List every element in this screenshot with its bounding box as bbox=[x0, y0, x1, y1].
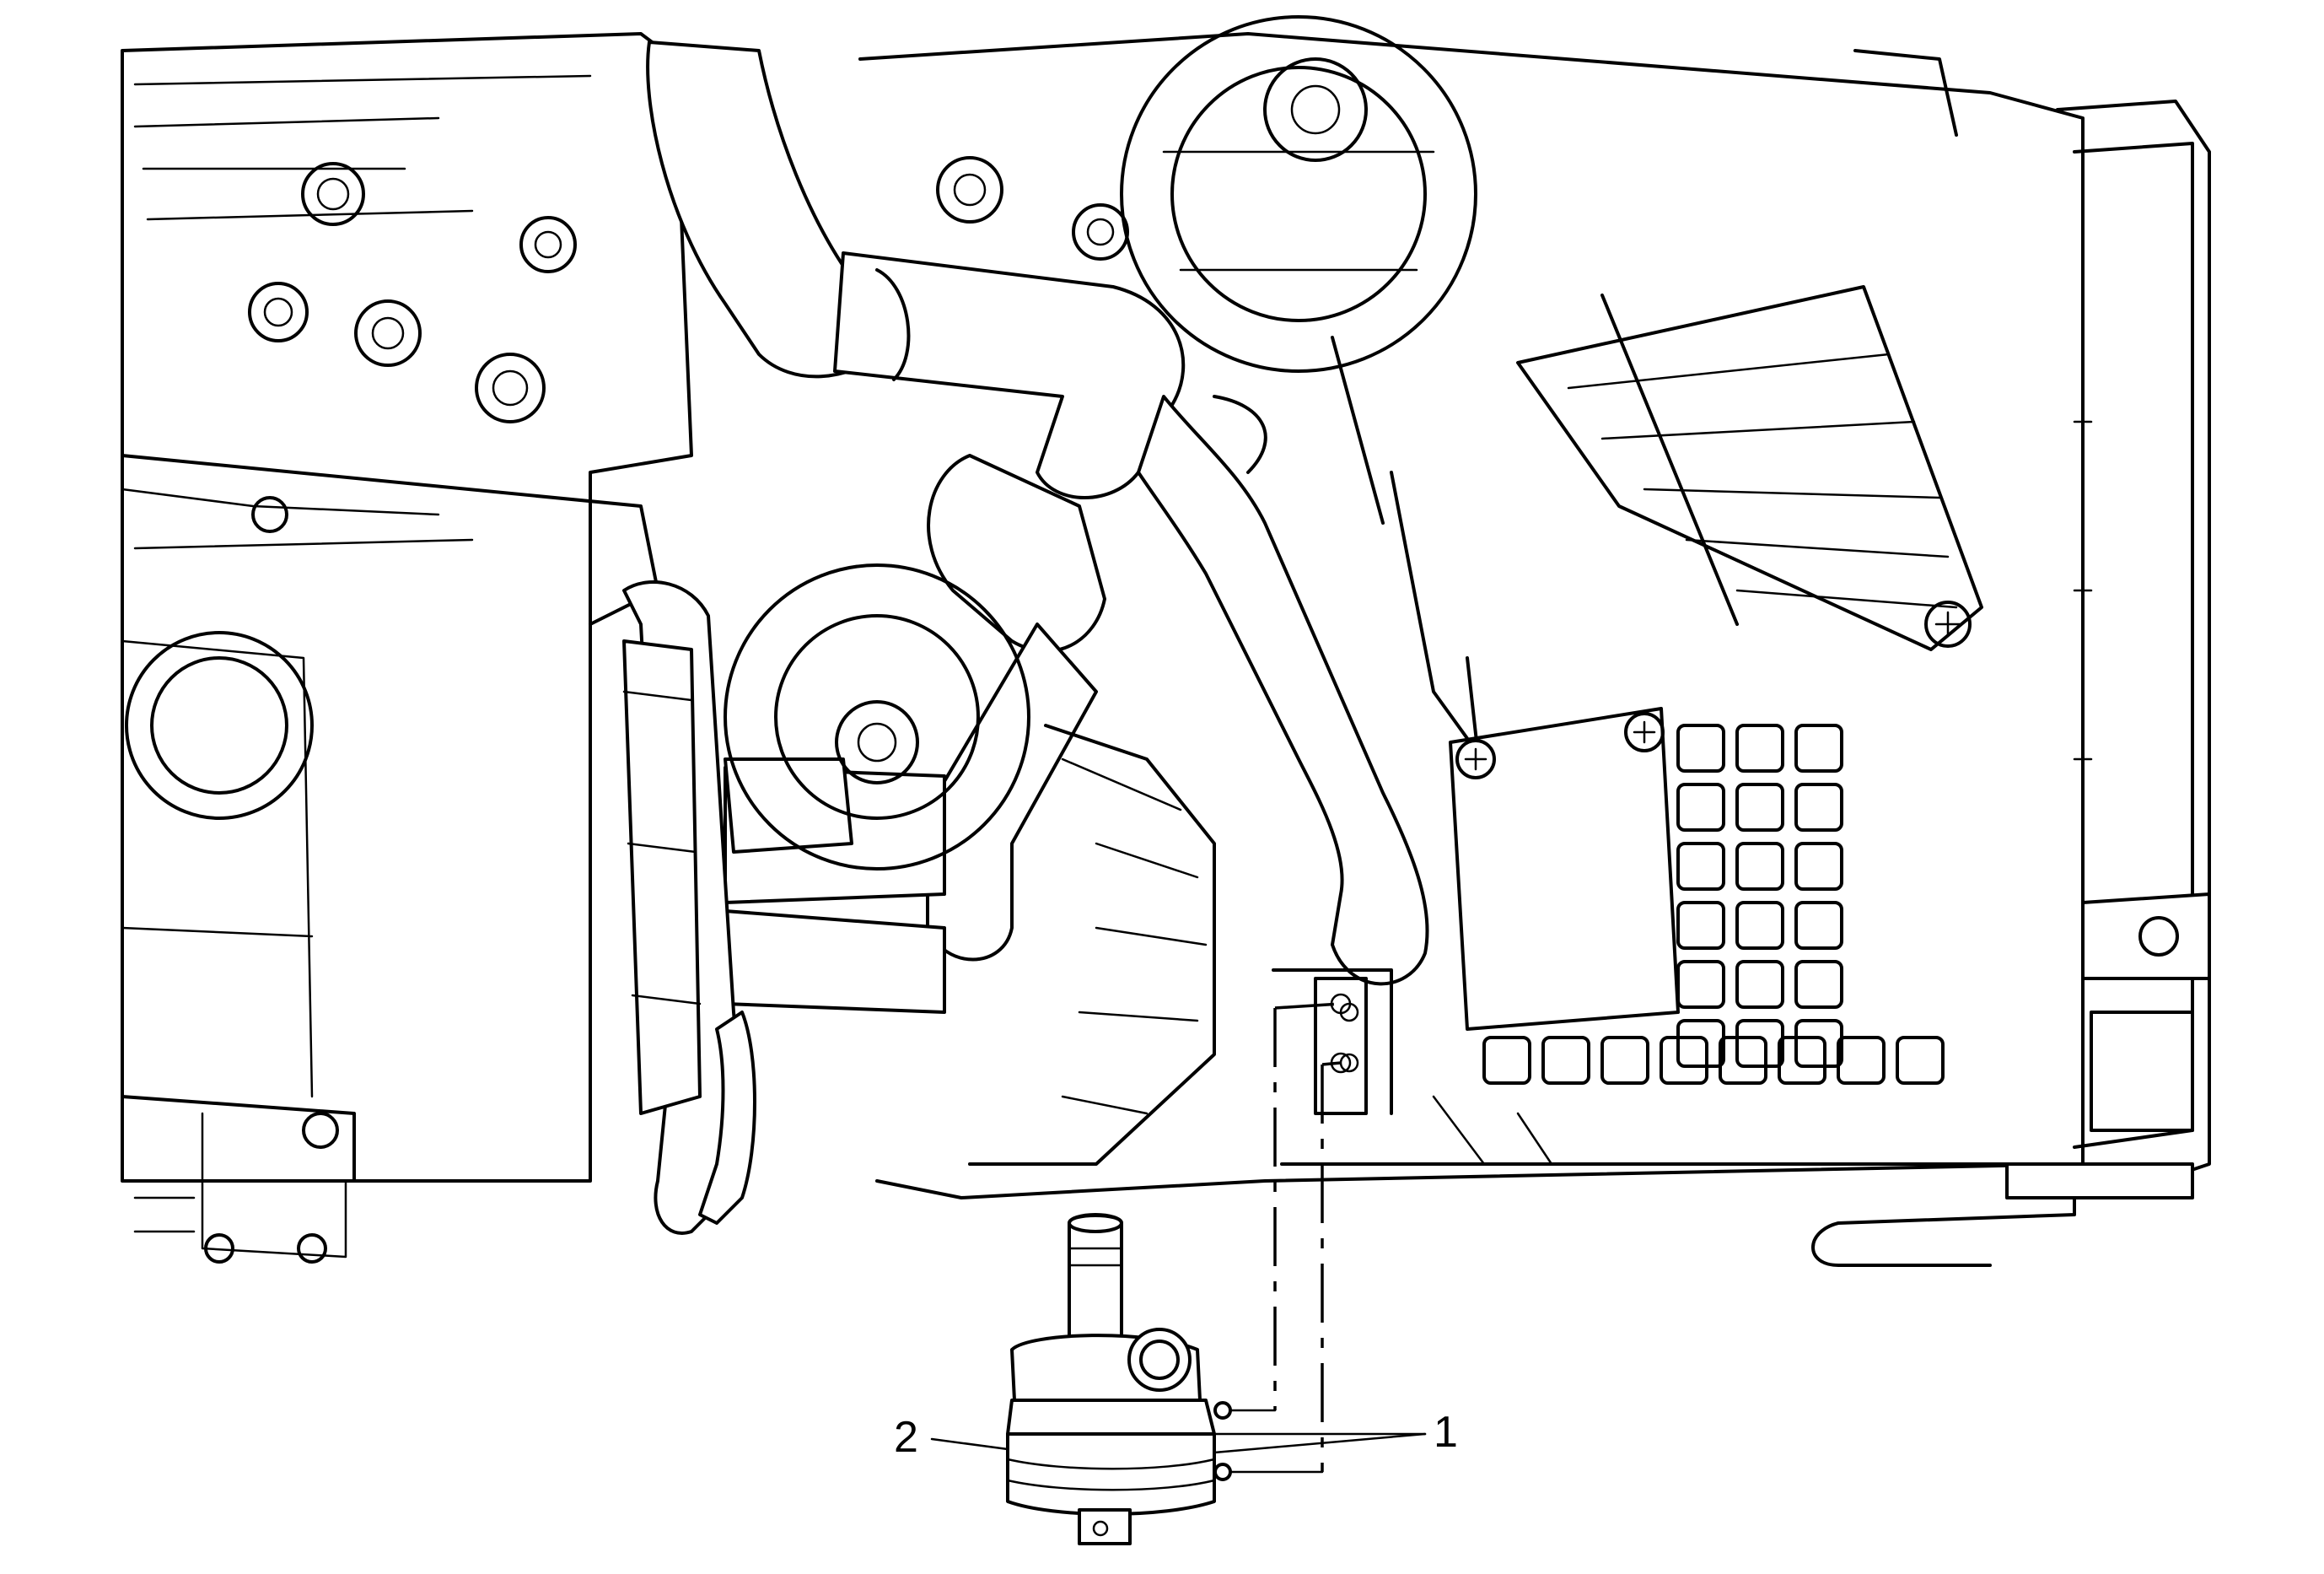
module-grid-cell bbox=[1735, 1019, 1784, 1068]
module-grid-cell bbox=[1676, 1019, 1725, 1068]
module-grid-cell bbox=[1676, 960, 1725, 1009]
module-grid-cell bbox=[1794, 960, 1843, 1009]
module-grid-cell bbox=[1837, 1036, 1886, 1085]
module-grid-cell bbox=[1794, 724, 1843, 773]
module-grid-cell bbox=[1735, 901, 1784, 950]
callout-2-label: 2 bbox=[894, 1413, 918, 1462]
module-grid-cell bbox=[1778, 1036, 1826, 1085]
module-grid-cell bbox=[1794, 783, 1843, 832]
auxiliary-coolant-pump bbox=[1006, 1213, 1232, 1545]
module-grid-cell bbox=[1735, 960, 1784, 1009]
module-grid-cell bbox=[1735, 724, 1784, 773]
left-hose-bracket bbox=[622, 580, 853, 1235]
module-grid-cell bbox=[1676, 724, 1725, 773]
module-grid-cell bbox=[1794, 1019, 1843, 1068]
module-grid-cell bbox=[1735, 783, 1784, 832]
pump-mount-bracket bbox=[1272, 968, 1393, 1115]
callout-1-label: 1 bbox=[1434, 1408, 1458, 1457]
module-grid-cell bbox=[1541, 1036, 1590, 1085]
fan-shroud bbox=[724, 15, 2085, 1199]
engine-block bbox=[121, 32, 1129, 1264]
module-grid-cell bbox=[1794, 842, 1843, 891]
module-grid-cell bbox=[1600, 1036, 1649, 1085]
module-grid-cell bbox=[1676, 842, 1725, 891]
module-grid-cell bbox=[1676, 783, 1725, 832]
callout-leaders bbox=[930, 1409, 1427, 1474]
radiator bbox=[1853, 49, 2211, 1199]
control-module bbox=[1280, 707, 2076, 1267]
installation-guide-lines bbox=[1273, 1002, 1342, 1472]
module-grid-cell bbox=[1735, 842, 1784, 891]
module-grid-cell bbox=[1896, 1036, 1945, 1085]
module-grid-cell bbox=[1719, 1036, 1767, 1085]
module-grid-cell bbox=[1482, 1036, 1531, 1085]
upper-coolant-hoses bbox=[646, 40, 1429, 1014]
module-grid-cell bbox=[1794, 901, 1843, 950]
module-grid-cell bbox=[1676, 901, 1725, 950]
module-grid-cell bbox=[1660, 1036, 1708, 1085]
